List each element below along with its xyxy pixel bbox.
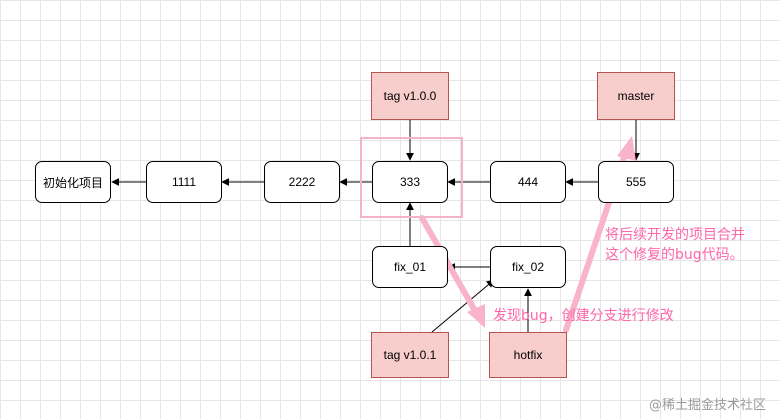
commit-fix-01[interactable]: fix_01 (372, 246, 448, 288)
watermark: @稀土掘金技术社区 (648, 398, 766, 413)
commit-333[interactable]: 333 (372, 161, 448, 203)
note-found-bug: 发现bug，创建分支进行修改 (493, 308, 674, 324)
commit-2222[interactable]: 2222 (264, 161, 340, 203)
ref-master[interactable]: master (597, 72, 675, 120)
note-merge-line-1: 将后续开发的项目合并 (605, 227, 745, 243)
commit-1111[interactable]: 1111 (146, 161, 222, 203)
highlight-frame (360, 137, 463, 218)
commit-init[interactable]: 初始化项目 (35, 161, 111, 203)
note-merge-line-2: 这个修复的bug代码。 (605, 247, 744, 263)
commit-444[interactable]: 444 (490, 161, 566, 203)
ref-tag-v1-0-1[interactable]: tag v1.0.1 (371, 332, 449, 378)
pink-arrow-to-hotfix (419, 215, 485, 328)
ref-tag-v1-0-0[interactable]: tag v1.0.0 (371, 72, 449, 120)
commit-555[interactable]: 555 (598, 161, 674, 203)
ref-hotfix[interactable]: hotfix (489, 332, 567, 378)
commit-fix-02[interactable]: fix_02 (490, 246, 566, 288)
edge-tag101-to-fix02 (431, 279, 495, 333)
